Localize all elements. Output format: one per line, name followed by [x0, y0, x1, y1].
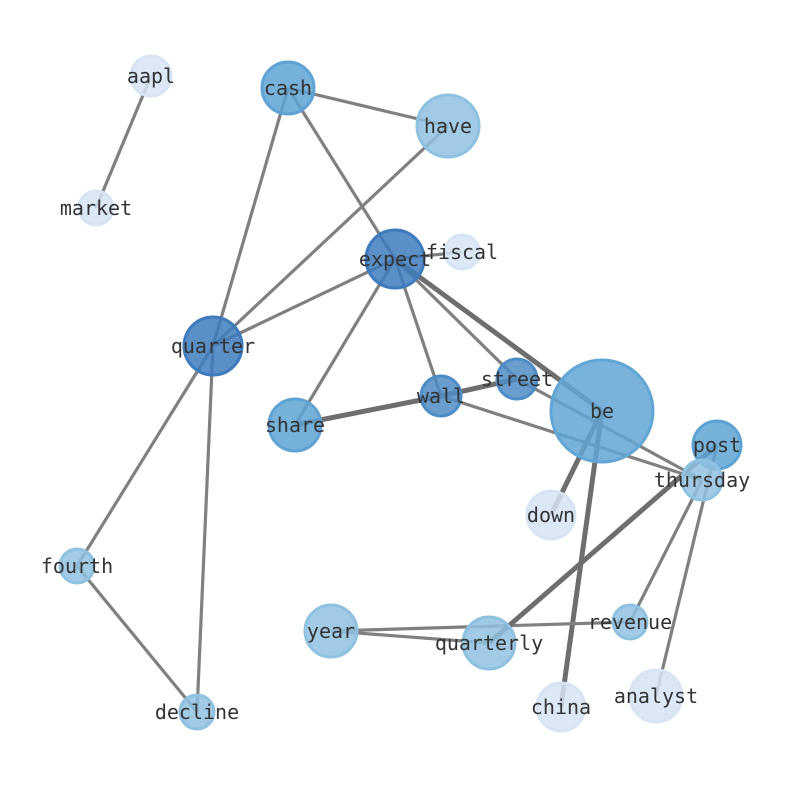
node-fourth[interactable]	[58, 547, 96, 585]
node-cash[interactable]	[260, 60, 316, 116]
node-label-aapl: aapl	[127, 64, 175, 88]
node-label-quarter: quarter	[171, 334, 255, 358]
edge-quarterly-post	[487, 443, 719, 645]
node-fiscal[interactable]	[443, 233, 481, 271]
node-expect[interactable]	[364, 228, 426, 290]
node-have[interactable]	[415, 93, 481, 159]
node-label-have: have	[424, 114, 472, 138]
edge-cash-expect	[286, 87, 397, 260]
node-label-quarterly: quarterly	[435, 631, 543, 655]
node-quarter[interactable]	[182, 315, 244, 377]
node-quarterly[interactable]	[461, 615, 517, 671]
node-down[interactable]	[525, 489, 577, 541]
node-analyst[interactable]	[628, 668, 684, 724]
node-decline[interactable]	[178, 693, 216, 731]
node-label-expect: expect	[359, 247, 431, 271]
node-label-analyst: analyst	[614, 684, 698, 708]
node-label-thursday: thursday	[654, 468, 750, 492]
node-label-be: be	[590, 399, 614, 423]
node-label-year: year	[307, 619, 355, 643]
node-street[interactable]	[495, 357, 539, 401]
node-label-down: down	[527, 503, 575, 527]
node-label-decline: decline	[155, 700, 239, 724]
node-market[interactable]	[77, 189, 115, 227]
node-revenue[interactable]	[611, 603, 649, 641]
edge-quarter-fourth	[75, 345, 215, 567]
node-label-street: street	[481, 367, 553, 391]
edge-quarter-decline	[195, 345, 215, 713]
node-label-post: post	[693, 433, 741, 457]
node-label-share: share	[265, 413, 325, 437]
node-year[interactable]	[303, 603, 359, 659]
edge-thursday-revenue	[628, 479, 704, 623]
edge-expect-share	[293, 258, 397, 426]
node-thursday[interactable]	[680, 458, 724, 502]
node-aapl[interactable]	[129, 54, 173, 98]
edge-have-quarter	[211, 124, 450, 348]
edge-cash-quarter	[211, 87, 290, 347]
edge-fourth-decline	[75, 564, 199, 714]
node-label-revenue: revenue	[588, 610, 672, 634]
nodes	[58, 54, 743, 733]
node-label-fiscal: fiscal	[426, 240, 498, 264]
node-share[interactable]	[267, 397, 323, 453]
node-label-wall: wall	[417, 384, 465, 408]
node-china[interactable]	[535, 681, 587, 733]
node-label-market: market	[60, 196, 132, 220]
node-label-cash: cash	[264, 76, 312, 100]
edge-aapl-market	[94, 75, 153, 209]
node-label-china: china	[531, 695, 591, 719]
node-label-fourth: fourth	[41, 554, 113, 578]
node-wall[interactable]	[419, 374, 463, 418]
edge-expect-quarter	[212, 257, 396, 348]
node-be[interactable]	[549, 358, 655, 464]
